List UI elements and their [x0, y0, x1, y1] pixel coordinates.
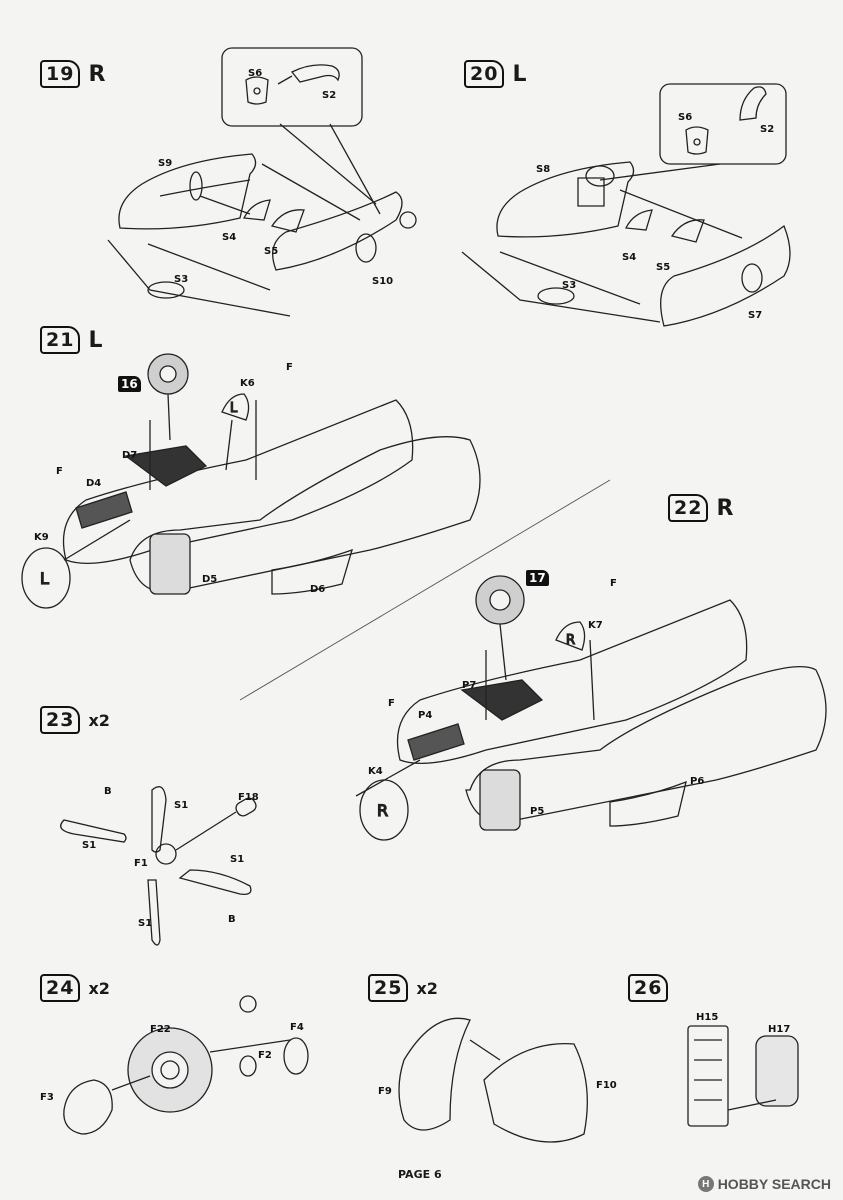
step-23-drawing	[60, 786, 257, 946]
step-side: L	[512, 61, 527, 87]
step-25-drawing	[398, 1017, 588, 1143]
svg-text:L: L	[40, 569, 49, 588]
part-label: F10	[596, 1080, 617, 1091]
part-label: K7	[588, 620, 603, 631]
step-quantity: x2	[416, 978, 438, 998]
step-side: R	[88, 61, 106, 87]
part-label: B	[104, 786, 112, 797]
step-reference-badge: 16	[118, 376, 141, 392]
part-label: K6	[240, 378, 255, 389]
part-label: S5	[656, 262, 670, 273]
part-label: K9	[34, 532, 49, 543]
svg-text:R: R	[566, 633, 575, 648]
part-label: S1	[82, 840, 96, 851]
step-20-header: 20 L	[464, 60, 526, 88]
step-26-drawing	[687, 1025, 799, 1127]
part-label: P5	[530, 806, 544, 817]
part-label: F22	[150, 1024, 171, 1035]
page-number: PAGE 6	[398, 1168, 442, 1181]
part-label: P4	[418, 710, 432, 721]
page-label: PAGE	[398, 1168, 431, 1181]
part-label: S9	[158, 158, 172, 169]
step-22-drawing: R R	[355, 575, 827, 841]
part-label: F3	[40, 1092, 54, 1103]
step-24-drawing	[63, 995, 309, 1135]
page-number-value: 6	[433, 1168, 442, 1181]
step-24-header: 24 x2	[40, 974, 110, 1002]
step-number: 19	[40, 60, 81, 88]
part-label: S5	[264, 246, 278, 257]
part-label: S1	[138, 918, 152, 929]
part-label: D6	[310, 584, 325, 595]
step-21-drawing: L L	[21, 353, 481, 609]
step-number: 20	[464, 60, 505, 88]
part-label: S1	[174, 800, 188, 811]
step-number: 25	[368, 974, 409, 1002]
step-side: L	[88, 327, 103, 353]
part-label: S10	[372, 276, 393, 287]
part-label: F18	[238, 792, 259, 803]
step-number: 21	[40, 326, 81, 354]
watermark-text: HOBBY SEARCH	[717, 1176, 831, 1192]
step-side: R	[716, 495, 734, 521]
step-23-header: 23 x2	[40, 706, 110, 734]
part-label: S6	[678, 112, 692, 123]
step-number: 26	[628, 974, 669, 1002]
part-label: F4	[290, 1022, 304, 1033]
part-label: D7	[122, 450, 137, 461]
part-label: F2	[258, 1050, 272, 1061]
part-label: S3	[174, 274, 188, 285]
step-number: 23	[40, 706, 81, 734]
step-26-header: 26	[628, 974, 669, 1002]
part-label: P6	[690, 776, 704, 787]
part-label: F	[610, 578, 617, 589]
step-21-header: 21 L	[40, 326, 102, 354]
part-label: S4	[622, 252, 636, 263]
part-label: K4	[368, 766, 383, 777]
part-label: S1	[230, 854, 244, 865]
step-quantity: x2	[88, 978, 110, 998]
part-label: H17	[768, 1024, 790, 1035]
step-22-header: 22 R	[668, 494, 733, 522]
part-label: D4	[86, 478, 101, 489]
step-25-header: 25 x2	[368, 974, 438, 1002]
step-number: 22	[668, 494, 709, 522]
watermark: H HOBBY SEARCH	[697, 1176, 831, 1192]
part-label: S3	[562, 280, 576, 291]
step-reference-badge: 17	[526, 570, 549, 586]
part-label: S4	[222, 232, 236, 243]
part-label: F9	[378, 1086, 392, 1097]
part-label: F	[388, 698, 395, 709]
part-label: D5	[202, 574, 217, 585]
part-label: F	[56, 466, 63, 477]
step-19-drawing	[107, 47, 417, 317]
svg-text:L: L	[230, 401, 238, 416]
part-label: S6	[248, 68, 262, 79]
part-label: F	[286, 362, 293, 373]
part-label: S2	[760, 124, 774, 135]
step-quantity: x2	[88, 710, 110, 730]
watermark-logo-icon: H	[697, 1176, 714, 1192]
part-label: P7	[462, 680, 476, 691]
part-label: S7	[748, 310, 762, 321]
part-label: S8	[536, 164, 550, 175]
step-number: 24	[40, 974, 81, 1002]
svg-text:R: R	[377, 801, 388, 820]
part-label: S2	[322, 90, 336, 101]
part-label: F1	[134, 858, 148, 869]
part-label: H15	[696, 1012, 718, 1023]
part-label: B	[228, 914, 236, 925]
step-19-header: 19 R	[40, 60, 105, 88]
step-20-drawing	[461, 83, 791, 327]
divider-line	[239, 479, 611, 701]
